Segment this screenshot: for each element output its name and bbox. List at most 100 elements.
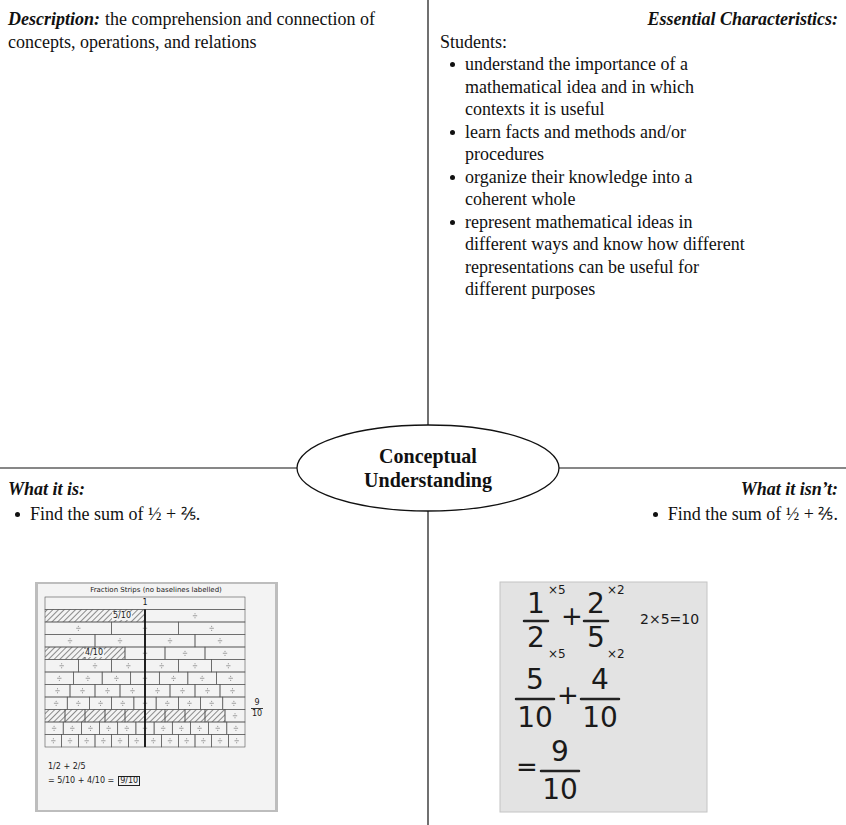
cell-mark <box>87 680 88 681</box>
cell-mark <box>116 680 117 681</box>
bullet-dot <box>450 130 455 135</box>
cell-mark <box>220 642 221 643</box>
cell-mark <box>163 726 164 727</box>
cell-mark <box>159 665 163 666</box>
strip-cell <box>105 710 125 723</box>
strip-cell <box>178 622 245 635</box>
cell-mark <box>70 728 74 729</box>
bullet-text: Find the sum of ½ + ⅖. <box>668 503 838 526</box>
cell-mark <box>153 738 154 739</box>
cell-mark <box>55 690 59 691</box>
cell-mark <box>230 690 234 691</box>
cell-mark <box>203 742 204 743</box>
cell-mark <box>211 626 212 627</box>
cell-mark <box>120 638 121 639</box>
description-quadrant: Description:the comprehension and connec… <box>0 0 428 468</box>
cell-mark <box>118 740 122 741</box>
strip-cell <box>156 697 178 710</box>
cell-mark <box>234 740 238 741</box>
cell-mark <box>195 667 196 668</box>
cell-mark <box>126 665 130 666</box>
text-row: Find the sum of ½ + ⅖. <box>440 503 838 526</box>
strip-cell <box>112 697 134 710</box>
strip-cell <box>63 722 81 735</box>
cell-mark <box>108 726 109 727</box>
cell-mark <box>235 717 236 718</box>
cell-mark <box>229 678 233 679</box>
strip-cell <box>178 660 211 673</box>
strip-cell <box>227 722 245 735</box>
cell-mark <box>220 742 221 743</box>
strip-cell <box>228 735 245 748</box>
strip-cell <box>165 710 185 723</box>
bullet-text: organize their knowledge into a coherent… <box>465 166 745 211</box>
text-row: understand the importance of a mathemati… <box>440 53 745 121</box>
cell-mark <box>100 701 101 702</box>
cell-mark <box>209 628 213 629</box>
handwritten-operator: + <box>561 603 583 629</box>
cell-mark <box>107 692 108 693</box>
cell-mark <box>200 678 204 679</box>
strip-cell <box>190 722 208 735</box>
strip-cell <box>205 647 245 660</box>
strip-cell <box>201 697 223 710</box>
cell-mark <box>170 738 171 739</box>
cell-mark <box>54 726 55 727</box>
bullet-dot <box>450 62 455 67</box>
cell-mark <box>186 738 187 739</box>
cell-mark <box>136 738 137 739</box>
cell-mark <box>56 701 57 702</box>
cell-mark <box>161 728 165 729</box>
handwritten-operator: = <box>516 754 538 780</box>
cell-mark <box>72 730 73 731</box>
strip-cell <box>85 710 105 723</box>
characteristics-quadrant: Essential Characteristics:Students:under… <box>428 0 846 468</box>
cell-mark <box>56 705 57 706</box>
strip-cell <box>85 647 125 660</box>
handwritten-denominator: 5 <box>587 624 605 652</box>
strip-cell <box>145 610 245 623</box>
strip-cell <box>172 722 190 735</box>
cell-mark <box>233 715 237 716</box>
strip-cell <box>74 672 103 685</box>
strip-cell <box>45 672 74 685</box>
strip-cell <box>45 735 62 748</box>
cell-mark <box>236 742 237 743</box>
handwritten-denominator: 10 <box>517 704 553 732</box>
cell-mark <box>211 705 212 706</box>
cell-mark <box>86 742 87 743</box>
strip-cell <box>78 735 95 748</box>
strip-cell <box>45 660 78 673</box>
strip-cell <box>216 672 245 685</box>
bullet-dot <box>653 512 658 517</box>
handwritten-numerator: 2 <box>587 590 605 618</box>
handwritten-multiplier: ×5 <box>548 584 566 596</box>
strip-cell <box>89 697 111 710</box>
cell-mark <box>59 676 60 677</box>
cell-mark <box>122 701 123 702</box>
handwritten-numerator: 1 <box>527 590 545 618</box>
strip-cell <box>195 735 212 748</box>
strip-cell <box>223 697 245 710</box>
cell-mark <box>209 703 213 704</box>
strip-cell <box>70 685 95 698</box>
heading: Essential Characteristics: <box>647 9 838 29</box>
cell-mark <box>170 642 171 643</box>
handwritten-numerator: 9 <box>254 699 259 707</box>
cell-mark <box>195 663 196 664</box>
cell-mark <box>232 692 233 693</box>
cell-mark <box>173 680 174 681</box>
cell-mark <box>167 701 168 702</box>
cell-mark <box>98 703 102 704</box>
bullet-text: learn facts and methods and/or procedure… <box>465 121 745 166</box>
cell-mark <box>57 688 58 689</box>
cell-mark <box>90 730 91 731</box>
fraction-bar <box>516 698 554 701</box>
strip-cell <box>45 647 85 660</box>
concept-title: Conceptual Understanding <box>338 444 518 492</box>
cell-mark <box>76 628 80 629</box>
strip-cell <box>209 722 227 735</box>
cell-mark <box>226 665 230 666</box>
cell-mark <box>68 640 72 641</box>
strip-cell <box>205 710 225 723</box>
